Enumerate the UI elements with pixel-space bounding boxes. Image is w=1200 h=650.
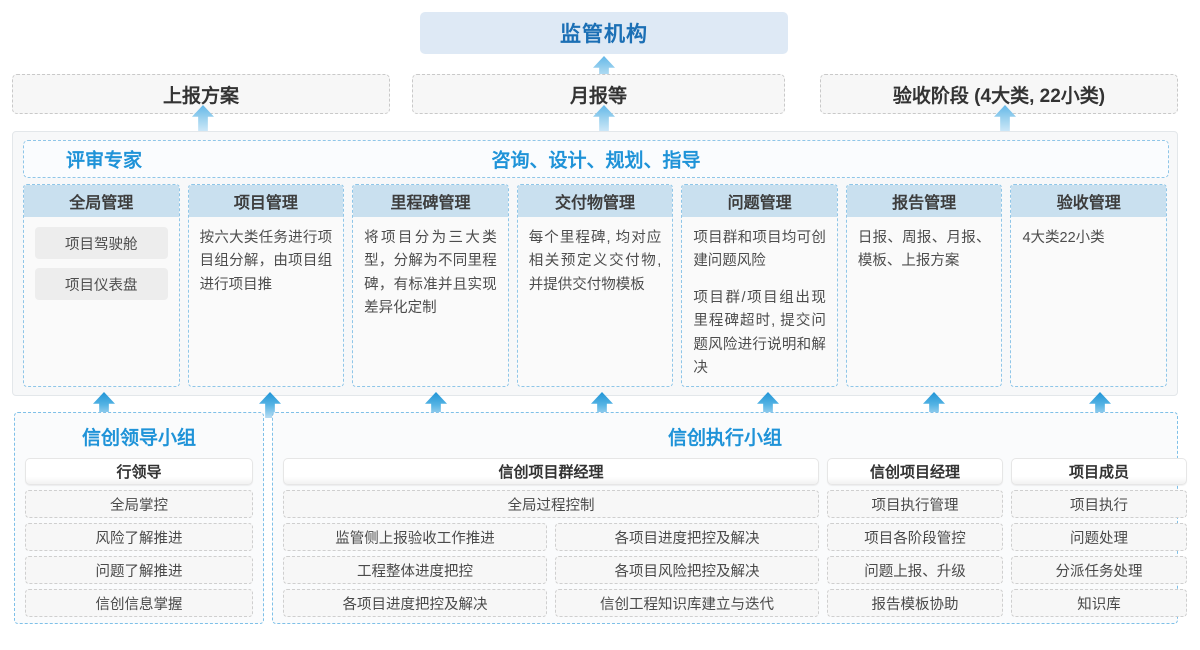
column-project-management[interactable]: 项目管理 按六大类任务进行项目组分解，由项目组进行项目推 bbox=[187, 184, 345, 387]
pm-right-item-2[interactable]: 各项目风险把控及解决 bbox=[555, 556, 819, 584]
pill-project-dashboard[interactable]: 项目仪表盘 bbox=[35, 268, 168, 300]
leading-group-item-1[interactable]: 全局掌控 bbox=[25, 490, 253, 518]
column-milestone-management[interactable]: 里程碑管理 将项目分为三大类型，分解为不同里程碑，有标准并且实现差异化定制 bbox=[352, 184, 509, 387]
pm-left-item-3[interactable]: 各项目进度把控及解决 bbox=[283, 589, 547, 617]
column-report-management[interactable]: 报告管理 日报、周报、月报、模板、上报方案 bbox=[845, 184, 1003, 387]
leading-group-stack: 行领导 全局掌控 风险了解推进 问题了解推进 信创信息掌握 bbox=[25, 458, 253, 617]
column-header: 全局管理 bbox=[24, 185, 179, 217]
program-manager-block: 信创项目群经理 全局过程控制 监管侧上报验收工作推进 工程整体进度把控 各项目进… bbox=[283, 458, 819, 617]
column-paragraph: 4大类22小类 bbox=[1022, 230, 1105, 246]
column-paragraph: 将项目分为三大类型，分解为不同里程碑，有标准并且实现差异化定制 bbox=[364, 230, 497, 317]
project-manager-block: 信创项目经理 项目执行管理 项目各阶段管控 问题上报、升级 报告模板协助 bbox=[827, 458, 1003, 617]
column-paragraph: 项目群和项目均可创建问题风险 bbox=[693, 230, 826, 270]
program-manager-right-col: 各项目进度把控及解决 各项目风险把控及解决 信创工程知识库建立与迭代 bbox=[555, 523, 819, 617]
management-columns: 全局管理 项目驾驶舱 项目仪表盘 项目管理 按六大类任务进行项目组分解，由项目组… bbox=[23, 184, 1168, 387]
column-header: 里程碑管理 bbox=[353, 185, 508, 217]
column-paragraph: 每个里程碑, 均对应相关预定义交付物, 并提供交付物模板 bbox=[528, 230, 662, 293]
project-manager-item-3[interactable]: 问题上报、升级 bbox=[827, 556, 1003, 584]
report-box-acceptance[interactable]: 验收阶段 (4大类, 22小类) bbox=[820, 74, 1178, 114]
project-members-stack: 项目成员 项目执行 问题处理 分派任务处理 知识库 bbox=[1011, 458, 1187, 617]
column-body: 每个里程碑, 均对应相关预定义交付物, 并提供交付物模板 bbox=[518, 217, 673, 386]
program-manager-stack: 信创项目群经理 全局过程控制 监管侧上报验收工作推进 工程整体进度把控 各项目进… bbox=[283, 458, 819, 617]
project-manager-item-1[interactable]: 项目执行管理 bbox=[827, 490, 1003, 518]
column-body: 项目驾驶舱 项目仪表盘 bbox=[24, 217, 179, 386]
pm-right-item-1[interactable]: 各项目进度把控及解决 bbox=[555, 523, 819, 551]
column-body: 日报、周报、月报、模板、上报方案 bbox=[847, 217, 1002, 386]
project-manager-stack: 信创项目经理 项目执行管理 项目各阶段管控 问题上报、升级 报告模板协助 bbox=[827, 458, 1003, 617]
review-experts-label: 评审专家 bbox=[66, 150, 143, 172]
project-manager-head[interactable]: 信创项目经理 bbox=[827, 458, 1003, 485]
pm-right-item-3[interactable]: 信创工程知识库建立与迭代 bbox=[555, 589, 819, 617]
report-box-monthly[interactable]: 月报等 bbox=[412, 74, 785, 114]
column-header: 交付物管理 bbox=[517, 185, 673, 217]
column-global-management[interactable]: 全局管理 项目驾驶舱 项目仪表盘 bbox=[23, 184, 180, 387]
column-body: 将项目分为三大类型，分解为不同里程碑，有标准并且实现差异化定制 bbox=[353, 217, 508, 386]
project-members-item-1[interactable]: 项目执行 bbox=[1011, 490, 1187, 518]
column-acceptance-management[interactable]: 验收管理 4大类22小类 bbox=[1010, 184, 1168, 387]
program-manager-two-col: 监管侧上报验收工作推进 工程整体进度把控 各项目进度把控及解决 各项目进度把控及… bbox=[283, 523, 819, 617]
program-manager-left-col: 监管侧上报验收工作推进 工程整体进度把控 各项目进度把控及解决 bbox=[283, 523, 547, 617]
program-manager-head[interactable]: 信创项目群经理 bbox=[283, 458, 819, 485]
advisory-bar: 评审专家 咨询、设计、规划、指导 bbox=[23, 140, 1169, 178]
project-members-item-4[interactable]: 知识库 bbox=[1011, 589, 1187, 617]
column-body: 按六大类任务进行项目组分解，由项目组进行项目推 bbox=[189, 217, 344, 386]
project-members-item-2[interactable]: 问题处理 bbox=[1011, 523, 1187, 551]
column-header: 验收管理 bbox=[1011, 185, 1167, 217]
column-paragraph: 日报、周报、月报、模板、上报方案 bbox=[857, 230, 991, 270]
exec-group-title: 信创执行小组 bbox=[667, 428, 782, 449]
column-body: 4大类22小类 bbox=[1011, 217, 1166, 386]
pm-left-item-1[interactable]: 监管侧上报验收工作推进 bbox=[283, 523, 547, 551]
pill-project-cockpit[interactable]: 项目驾驶舱 bbox=[35, 227, 168, 259]
project-members-item-3[interactable]: 分派任务处理 bbox=[1011, 556, 1187, 584]
advisory-services-label: 咨询、设计、规划、指导 bbox=[491, 150, 701, 172]
leading-group-title: 信创领导小组 bbox=[81, 428, 196, 449]
column-deliverable-management[interactable]: 交付物管理 每个里程碑, 均对应相关预定义交付物, 并提供交付物模板 bbox=[516, 184, 674, 387]
leading-group-item-2[interactable]: 风险了解推进 bbox=[25, 523, 253, 551]
leading-group-item-4[interactable]: 信创信息掌握 bbox=[25, 589, 253, 617]
management-panel: 评审专家 咨询、设计、规划、指导 全局管理 项目驾驶舱 项目仪表盘 项目管理 按… bbox=[12, 131, 1178, 396]
column-header: 报告管理 bbox=[846, 185, 1002, 217]
column-body: 项目群和项目均可创建问题风险 项目群/项目组出现里程碑超时, 提交问题风险进行说… bbox=[682, 217, 837, 386]
column-issue-management[interactable]: 问题管理 项目群和项目均可创建问题风险 项目群/项目组出现里程碑超时, 提交问题… bbox=[681, 184, 838, 387]
project-manager-item-4[interactable]: 报告模板协助 bbox=[827, 589, 1003, 617]
regulator-box: 监管机构 bbox=[420, 12, 788, 54]
column-paragraph: 项目群/项目组出现里程碑超时, 提交问题风险进行说明和解决 bbox=[693, 289, 826, 377]
project-manager-item-2[interactable]: 项目各阶段管控 bbox=[827, 523, 1003, 551]
leading-group-item-3[interactable]: 问题了解推进 bbox=[25, 556, 253, 584]
leading-group-head[interactable]: 行领导 bbox=[25, 458, 253, 485]
pm-left-item-2[interactable]: 工程整体进度把控 bbox=[283, 556, 547, 584]
exec-group-grid: 信创项目群经理 全局过程控制 监管侧上报验收工作推进 工程整体进度把控 各项目进… bbox=[283, 458, 1187, 617]
column-paragraph: 按六大类任务进行项目组分解，由项目组进行项目推 bbox=[199, 230, 333, 293]
program-manager-full-item[interactable]: 全局过程控制 bbox=[283, 490, 819, 518]
exec-group-panel: 信创执行小组 信创项目群经理 全局过程控制 监管侧上报验收工作推进 工程整体进度… bbox=[272, 412, 1187, 624]
column-header: 项目管理 bbox=[188, 185, 344, 217]
column-header: 问题管理 bbox=[682, 185, 837, 217]
project-members-head[interactable]: 项目成员 bbox=[1011, 458, 1187, 485]
project-members-block: 项目成员 项目执行 问题处理 分派任务处理 知识库 bbox=[1011, 458, 1187, 617]
leading-group-panel: 信创领导小组 行领导 全局掌控 风险了解推进 问题了解推进 信创信息掌握 bbox=[14, 412, 264, 624]
